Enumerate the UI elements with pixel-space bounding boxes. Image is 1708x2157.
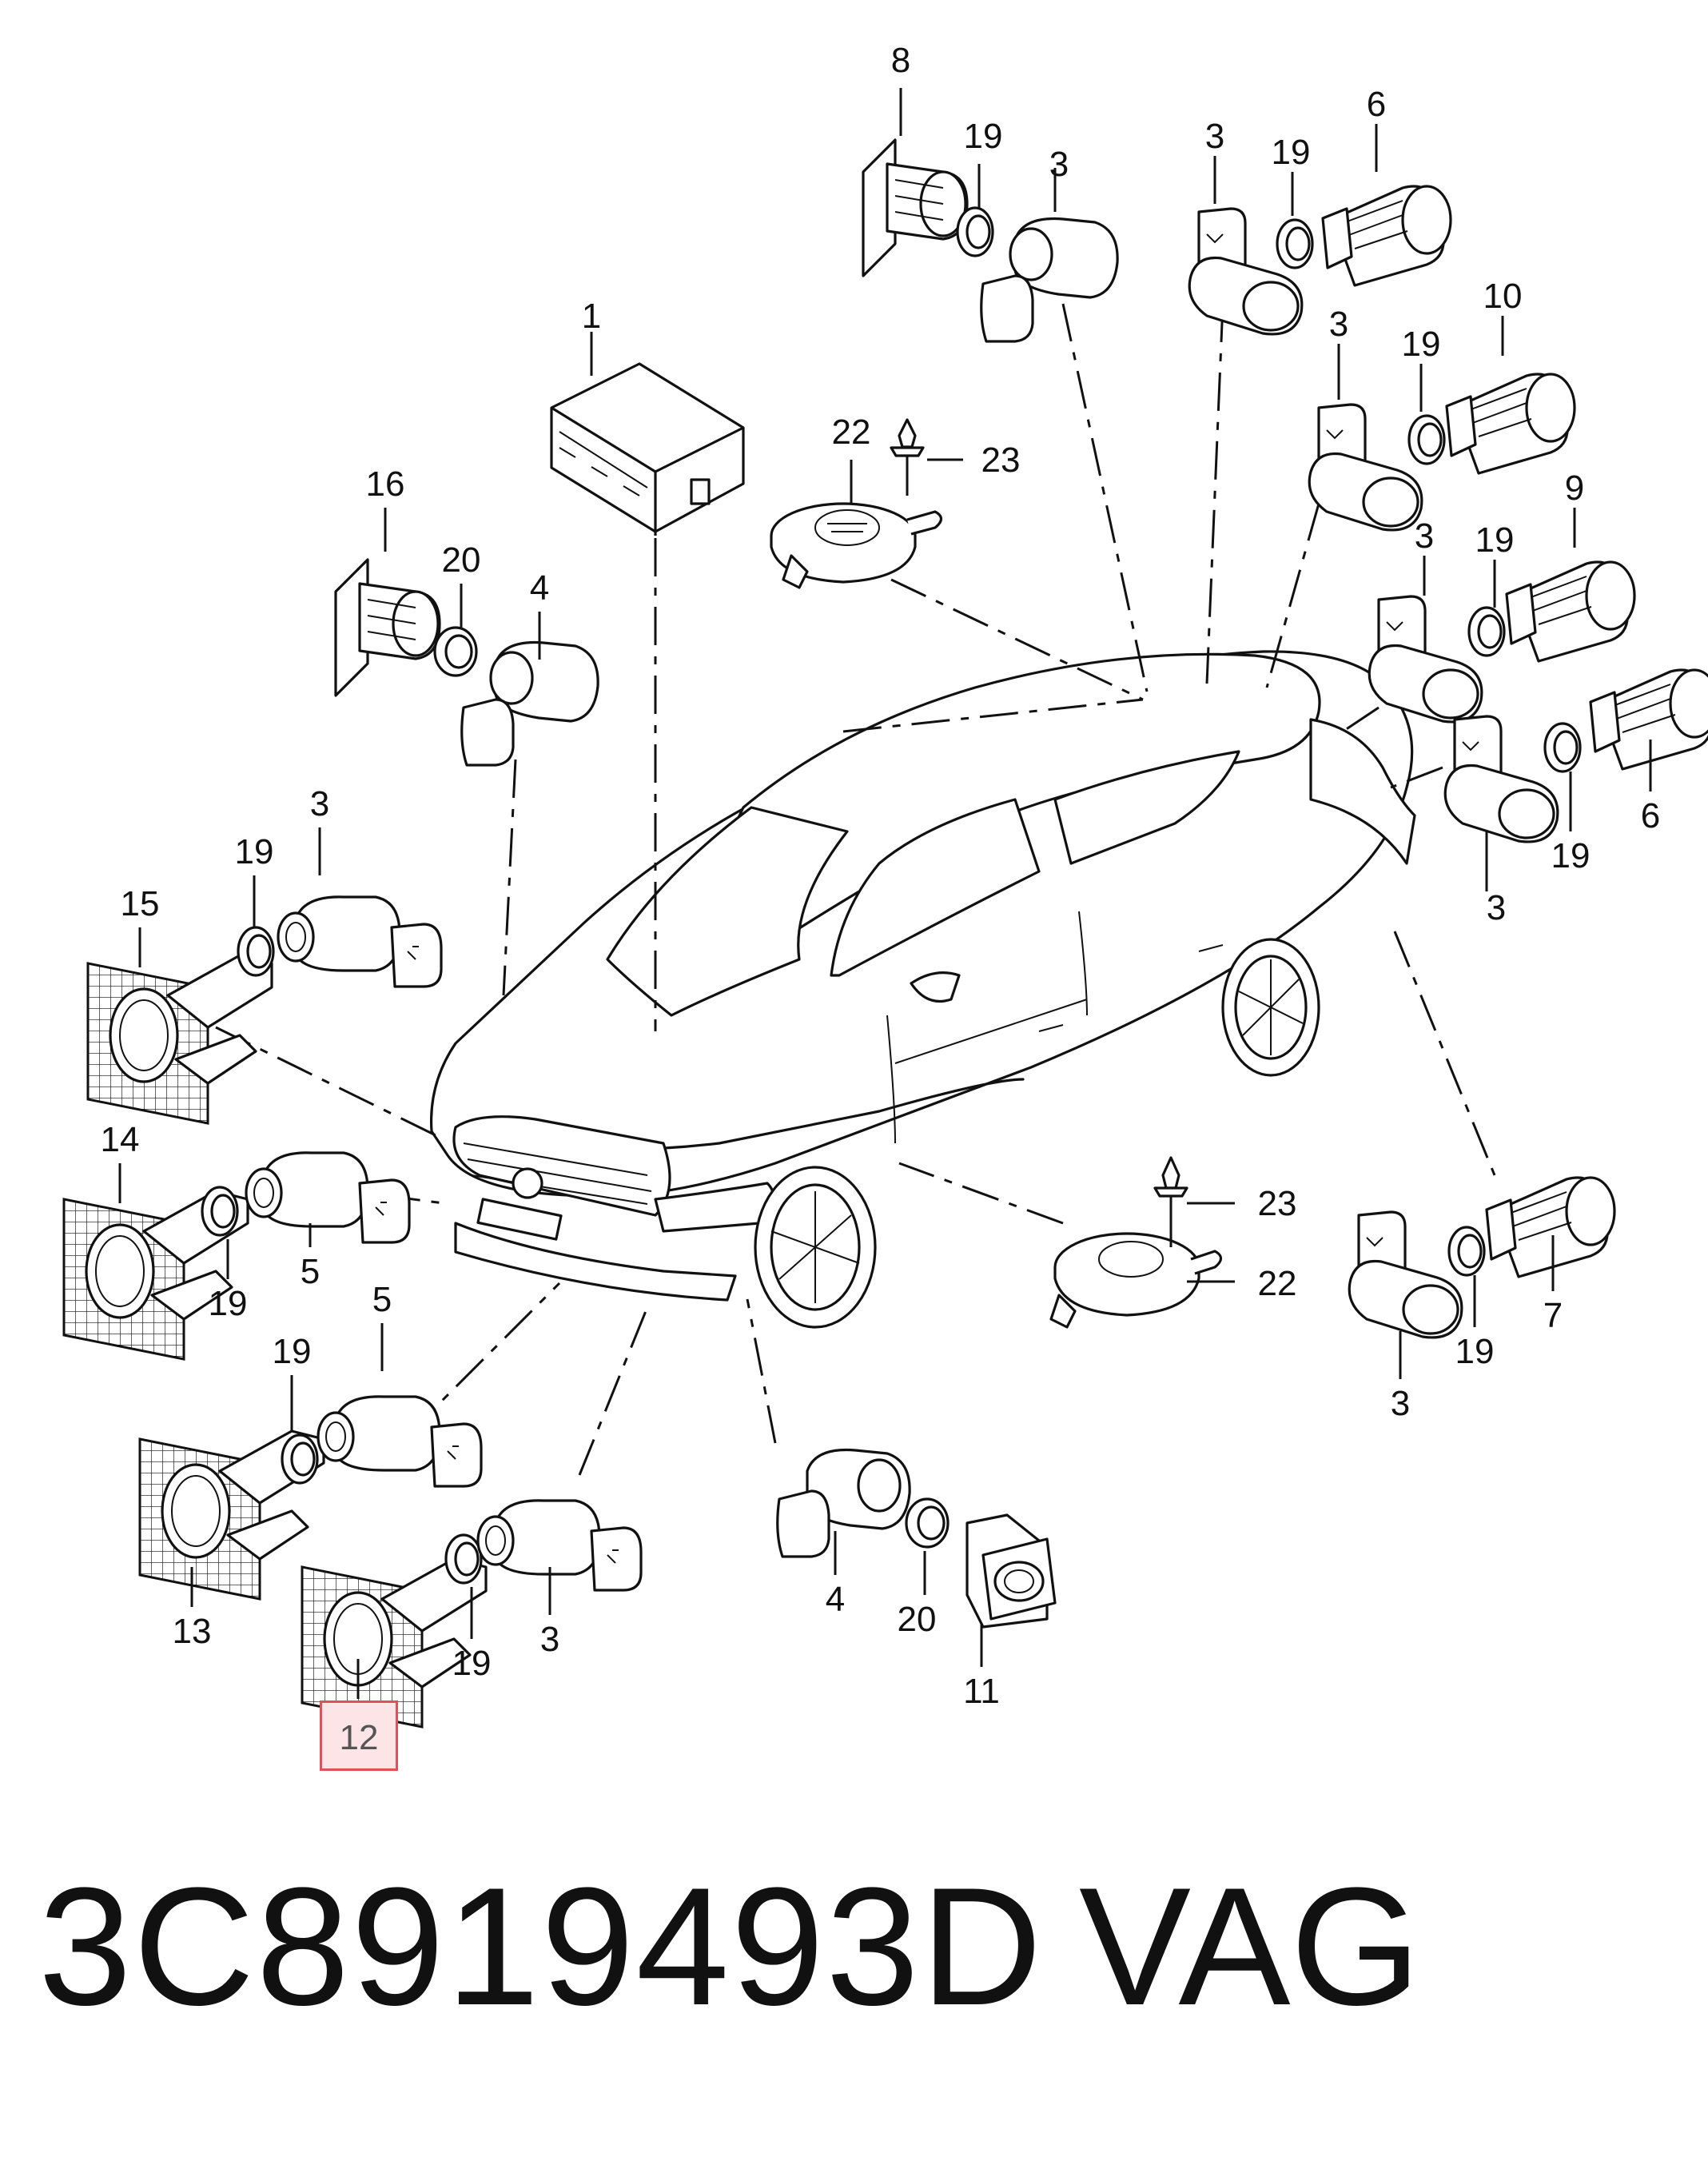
ring-part-19-top-right	[1276, 218, 1314, 269]
ring-part-19-top	[956, 206, 994, 257]
label-8: 8	[891, 41, 910, 80]
label-6: 6	[1641, 796, 1660, 835]
sensor-part-3-12	[476, 1499, 643, 1592]
ring-part-19-r5	[1447, 1226, 1486, 1277]
cap-part-7	[1485, 1176, 1616, 1278]
label-22: 22	[1258, 1264, 1297, 1303]
ring-part-19-14	[201, 1186, 239, 1237]
bracket-part-15	[86, 954, 273, 1125]
part-labels: 1 8 19 3 3 19 6 10 3 19 9 3 19 6 19 3 22…	[101, 41, 1661, 1711]
label-19: 19	[273, 1332, 312, 1371]
label-19: 19	[1455, 1332, 1495, 1371]
leader-lines	[215, 303, 1496, 1476]
label-3: 3	[540, 1620, 559, 1659]
car-illustration	[429, 650, 1416, 1329]
mount-part-11	[965, 1513, 1057, 1629]
label-4: 4	[530, 568, 549, 608]
cap-part-9	[1505, 560, 1636, 663]
label-13: 13	[173, 1612, 212, 1651]
ring-part-19-r2	[1407, 414, 1446, 465]
label-6: 6	[1367, 85, 1386, 124]
ring-part-19-13	[281, 1433, 319, 1485]
sensor-part-3-top	[980, 217, 1119, 343]
sensor-part-3-r5	[1348, 1210, 1463, 1339]
label-20: 20	[898, 1600, 937, 1639]
label-20: 20	[442, 540, 481, 580]
sensor-part-5-14	[245, 1151, 411, 1244]
label-3: 3	[1415, 516, 1434, 556]
buzzer-part-22-lower	[1049, 1232, 1223, 1329]
label-3: 3	[1049, 145, 1069, 184]
label-1: 1	[582, 297, 601, 336]
label-12: 12	[340, 1718, 379, 1757]
sensor-part-4-left	[460, 640, 599, 767]
cap-part-10	[1445, 373, 1576, 475]
label-5: 5	[372, 1280, 392, 1319]
label-3: 3	[1487, 888, 1506, 927]
sensor-part-4-lower	[776, 1448, 911, 1558]
part-number: 3C8919493D	[38, 1852, 1044, 2040]
clip-part-23-upper	[890, 418, 925, 496]
clip-part-23-lower	[1153, 1156, 1188, 1247]
ring-part-20-left	[433, 626, 478, 677]
label-3: 3	[1329, 305, 1348, 344]
holder-part-8	[862, 138, 969, 277]
label-16: 16	[366, 464, 405, 504]
ring-part-20-lower	[905, 1497, 950, 1549]
sensor-part-3-r3	[1368, 595, 1483, 724]
label-15: 15	[121, 884, 160, 923]
label-11: 11	[963, 1672, 1000, 1711]
label-19: 19	[1272, 133, 1311, 172]
control-unit-part-1	[550, 362, 745, 536]
highlight-box-part-12: 12	[320, 1700, 398, 1771]
buzzer-part-22-upper	[770, 502, 943, 589]
label-19: 19	[235, 832, 274, 871]
holder-part-16	[334, 558, 441, 697]
label-19: 19	[1551, 836, 1591, 875]
label-3: 3	[1205, 117, 1224, 156]
label-3: 3	[1391, 1384, 1410, 1423]
ring-part-19-15	[237, 926, 275, 977]
label-23: 23	[1258, 1184, 1297, 1223]
ring-part-19-r4	[1543, 722, 1582, 773]
sensor-part-5-13	[317, 1395, 483, 1488]
sensor-part-3-r2	[1308, 403, 1423, 532]
sensor-part-3-15	[277, 895, 443, 988]
label-3: 3	[310, 784, 329, 823]
label-19: 19	[209, 1284, 248, 1323]
label-5: 5	[301, 1252, 320, 1291]
label-14: 14	[101, 1120, 140, 1159]
label-22: 22	[832, 413, 871, 452]
label-19: 19	[1475, 520, 1515, 560]
ring-part-19-12	[444, 1533, 483, 1585]
label-10: 10	[1483, 277, 1523, 316]
label-9: 9	[1565, 468, 1584, 508]
sensor-part-3-r4	[1443, 715, 1559, 843]
label-7: 7	[1543, 1296, 1563, 1335]
label-4: 4	[826, 1580, 845, 1619]
cap-part-6-top	[1321, 185, 1452, 287]
label-19: 19	[452, 1644, 492, 1683]
label-19: 19	[964, 117, 1003, 156]
brand-name: VAG	[1079, 1852, 1421, 2040]
label-23: 23	[981, 441, 1021, 480]
ring-part-19-r3	[1467, 606, 1506, 657]
label-19: 19	[1402, 325, 1441, 364]
